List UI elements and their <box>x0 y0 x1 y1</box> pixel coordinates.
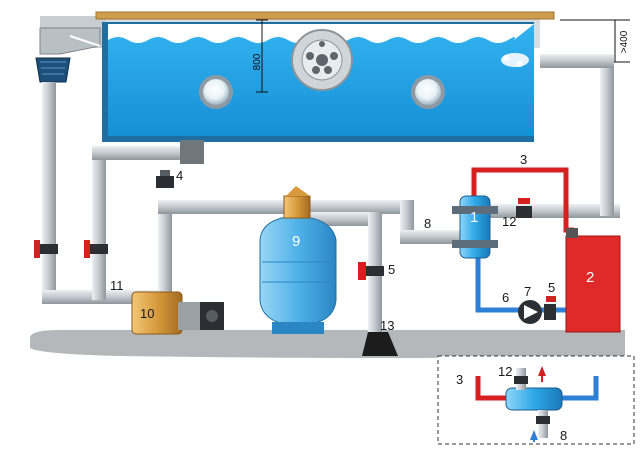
label-tee: 11 <box>110 278 124 293</box>
valve-drain <box>358 262 384 280</box>
ground <box>30 330 625 358</box>
label-valve-top: 4 <box>176 168 183 183</box>
inset-label-return: 3 <box>456 372 463 387</box>
pool-light-right <box>411 75 445 109</box>
circulation-pump <box>518 300 542 324</box>
label-pipe-cold: 8 <box>424 216 431 231</box>
heat-exchanger <box>452 195 498 259</box>
label-pipe-blue: 6 <box>502 290 509 305</box>
svg-text:800: 800 <box>252 53 263 70</box>
label-drain: 13 <box>380 318 394 333</box>
depth-dimension: 800 <box>252 19 268 93</box>
inset-label-hot: 12 <box>498 364 512 379</box>
label-valve-pump-side: 5 <box>548 280 555 295</box>
return-jet <box>501 53 529 67</box>
sand-filter <box>259 186 337 334</box>
svg-text:>400: >400 <box>619 30 630 53</box>
valve-left-2 <box>84 240 108 258</box>
label-exchanger: 1 <box>470 209 478 226</box>
label-return-pipe: 3 <box>520 152 527 167</box>
valve-left-1 <box>34 240 58 258</box>
drain-outlet <box>362 332 398 356</box>
inset-label-cold: 8 <box>560 428 567 443</box>
main-pump <box>131 291 224 335</box>
inset-detail: 3 12 8 <box>437 355 635 445</box>
label-pump-main: 10 <box>140 306 154 321</box>
valve-top <box>156 170 174 188</box>
label-heater: 2 <box>586 269 594 286</box>
label-filter: 9 <box>292 233 300 250</box>
skimmer <box>35 27 101 83</box>
heater <box>565 228 621 333</box>
counterflow-nozzle <box>291 29 353 91</box>
valve-hot <box>516 198 532 218</box>
label-pump-small: 7 <box>524 284 531 299</box>
label-valve-hot: 12 <box>502 214 516 229</box>
label-valve-drain: 5 <box>388 262 395 277</box>
valve-pump-side <box>544 296 556 320</box>
pool-light-left <box>199 75 233 109</box>
